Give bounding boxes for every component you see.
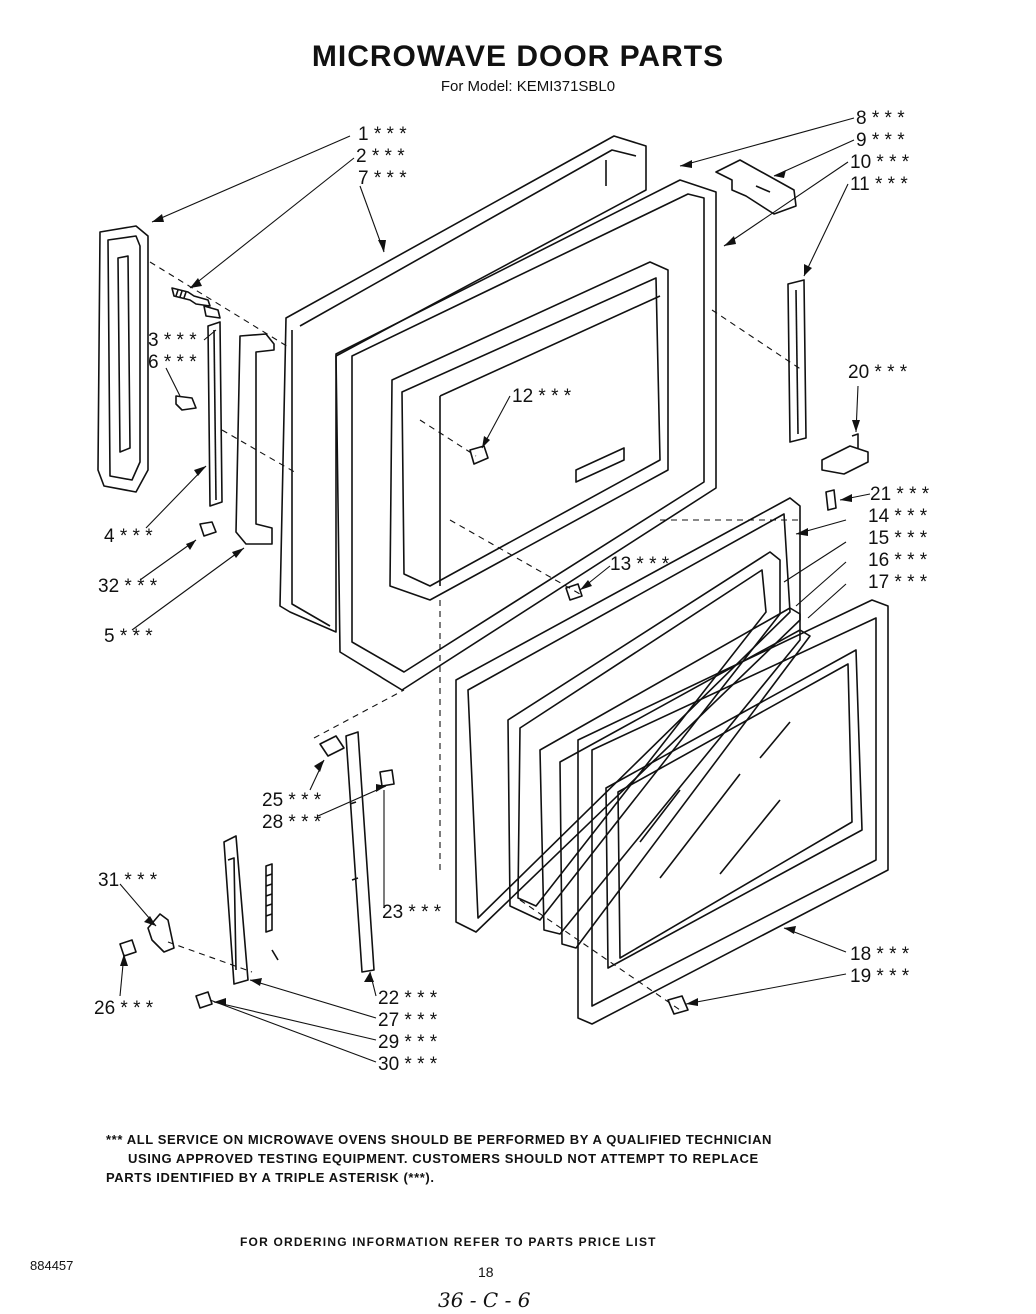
callout-28: 28 * * * bbox=[262, 812, 322, 833]
part-31-latch bbox=[147, 913, 175, 953]
part-19-screw bbox=[667, 995, 689, 1015]
callout-32: 32 * * * bbox=[98, 576, 158, 597]
service-warning-note: *** ALL SERVICE ON MICROWAVE OVENS SHOUL… bbox=[106, 1130, 886, 1187]
callout-20: 20 * * * bbox=[848, 362, 908, 383]
part-7-outer-door-frame bbox=[279, 135, 647, 633]
callout-6: 6 * * * bbox=[148, 352, 197, 373]
callout-15: 15 * * * bbox=[868, 528, 928, 549]
model-subtitle: For Model: KEMI371SBL0 bbox=[440, 78, 616, 95]
document-number: 884457 bbox=[30, 1258, 74, 1273]
callout-17: 17 * * * bbox=[868, 572, 928, 593]
callout-14: 14 * * * bbox=[868, 506, 928, 527]
part-13-screw bbox=[565, 583, 583, 601]
callout-10: 10 * * * bbox=[850, 152, 910, 173]
callout-12: 12 * * * bbox=[512, 386, 572, 407]
callout-19: 19 * * * bbox=[850, 966, 910, 987]
callout-7: 7 * * * bbox=[358, 168, 407, 189]
callout-8: 8 * * * bbox=[856, 108, 905, 129]
part-5-handle-bracket bbox=[235, 333, 275, 545]
part-2-screw bbox=[171, 287, 211, 307]
part-29-hinge-plate bbox=[223, 835, 249, 985]
callout-13: 13 * * * bbox=[610, 554, 670, 575]
part-8-door-frame bbox=[335, 179, 717, 691]
part-4-trim-strip bbox=[207, 321, 223, 507]
part-3-screw bbox=[203, 305, 221, 319]
part-23-nut bbox=[379, 769, 395, 787]
part-1-handle bbox=[97, 225, 149, 493]
part-27-pin bbox=[271, 949, 279, 961]
assembly-guide-lines bbox=[149, 261, 803, 1011]
callout-4: 4 * * * bbox=[104, 526, 153, 547]
note-line-2: USING APPROVED TESTING EQUIPMENT. CUSTOM… bbox=[128, 1151, 759, 1166]
part-12-inner-panel bbox=[389, 261, 669, 601]
callout-29: 29 * * * bbox=[378, 1032, 438, 1053]
part-18-door-glass-panel bbox=[577, 599, 889, 1025]
page-title: MICROWAVE DOOR PARTS bbox=[311, 40, 725, 73]
callout-9: 9 * * * bbox=[856, 130, 905, 151]
note-line-1: *** ALL SERVICE ON MICROWAVE OVENS SHOUL… bbox=[106, 1132, 773, 1147]
callout-26: 26 * * * bbox=[94, 998, 154, 1019]
part-6-screw bbox=[175, 395, 197, 411]
ordering-info: FOR ORDERING INFORMATION REFER TO PARTS … bbox=[240, 1235, 657, 1249]
note-line-3: PARTS IDENTIFIED BY A TRIPLE ASTERISK (*… bbox=[106, 1170, 435, 1185]
part-26-screw bbox=[119, 939, 137, 957]
part-15-middle-panel bbox=[507, 551, 781, 921]
callout-3: 3 * * * bbox=[148, 330, 197, 351]
part-30-screw bbox=[195, 991, 213, 1009]
callout-16: 16 * * * bbox=[868, 550, 928, 571]
part-20-latch-bracket bbox=[821, 433, 869, 475]
callout-22: 22 * * * bbox=[378, 988, 438, 1009]
callout-18: 18 * * * bbox=[850, 944, 910, 965]
callout-31: 31 * * * bbox=[98, 870, 158, 891]
part-12-nut bbox=[469, 445, 489, 465]
leader-arrowheads bbox=[120, 160, 860, 1006]
part-32-screw bbox=[199, 521, 217, 537]
part-21-screw bbox=[825, 489, 837, 511]
part-9-hinge-plate bbox=[715, 159, 797, 215]
callout-1: 1 * * * bbox=[358, 124, 407, 145]
callout-5: 5 * * * bbox=[104, 626, 153, 647]
part-22-hinge-arm bbox=[345, 731, 375, 973]
page-number: 18 bbox=[478, 1264, 494, 1280]
callout-27: 27 * * * bbox=[378, 1010, 438, 1031]
callout-30: 30 * * * bbox=[378, 1054, 438, 1075]
callout-11: 11 * * * bbox=[850, 174, 908, 195]
part-28-spring bbox=[265, 863, 273, 933]
part-11-choke-strip bbox=[787, 279, 807, 443]
callout-21: 21 * * * bbox=[870, 484, 930, 505]
callout-25: 25 * * * bbox=[262, 790, 322, 811]
callout-23: 23 * * * bbox=[382, 902, 442, 923]
part-16-gasket bbox=[539, 607, 801, 935]
callout-2: 2 * * * bbox=[356, 146, 405, 167]
part-25-clip bbox=[319, 735, 345, 757]
callout-labels: 1 * * * 2 * * * 7 * * * 3 * * * 6 * * * … bbox=[94, 108, 930, 1075]
handwritten-note: 36 - C - 6 bbox=[438, 1288, 531, 1312]
part-17-gasket bbox=[559, 629, 811, 949]
